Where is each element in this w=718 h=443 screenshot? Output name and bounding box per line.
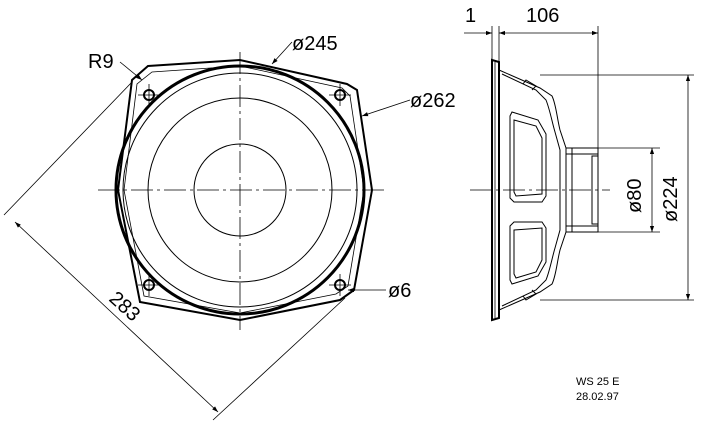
dim-outer-diameter-label: ø245 [292, 33, 338, 55]
basket-window-top [509, 111, 547, 203]
dim-hole-diameter-label: ø6 [388, 280, 411, 302]
dim-magnet-diameter-label: ø80 [624, 179, 646, 213]
mounting-frame-outline [116, 58, 374, 322]
side-view: 1 106 ø80 ø224 [464, 5, 694, 322]
date-label: 28.02.97 [576, 391, 619, 403]
dim-cutout-diameter-label: ø224 [660, 176, 682, 222]
basket-window-bottom [509, 221, 547, 285]
dim-frame-diameter-label: ø262 [410, 90, 456, 112]
dim-flange-offset-label: 1 [465, 5, 476, 27]
diagonal-dimension-line [14, 221, 219, 413]
dim-depth-label: 106 [526, 5, 559, 27]
model-label: WS 25 E [576, 376, 619, 388]
dim-radius-label: R9 [88, 51, 114, 73]
front-view: 283 R9 ø245 ø262 ø6 [3, 33, 456, 421]
side-flange [491, 58, 500, 322]
